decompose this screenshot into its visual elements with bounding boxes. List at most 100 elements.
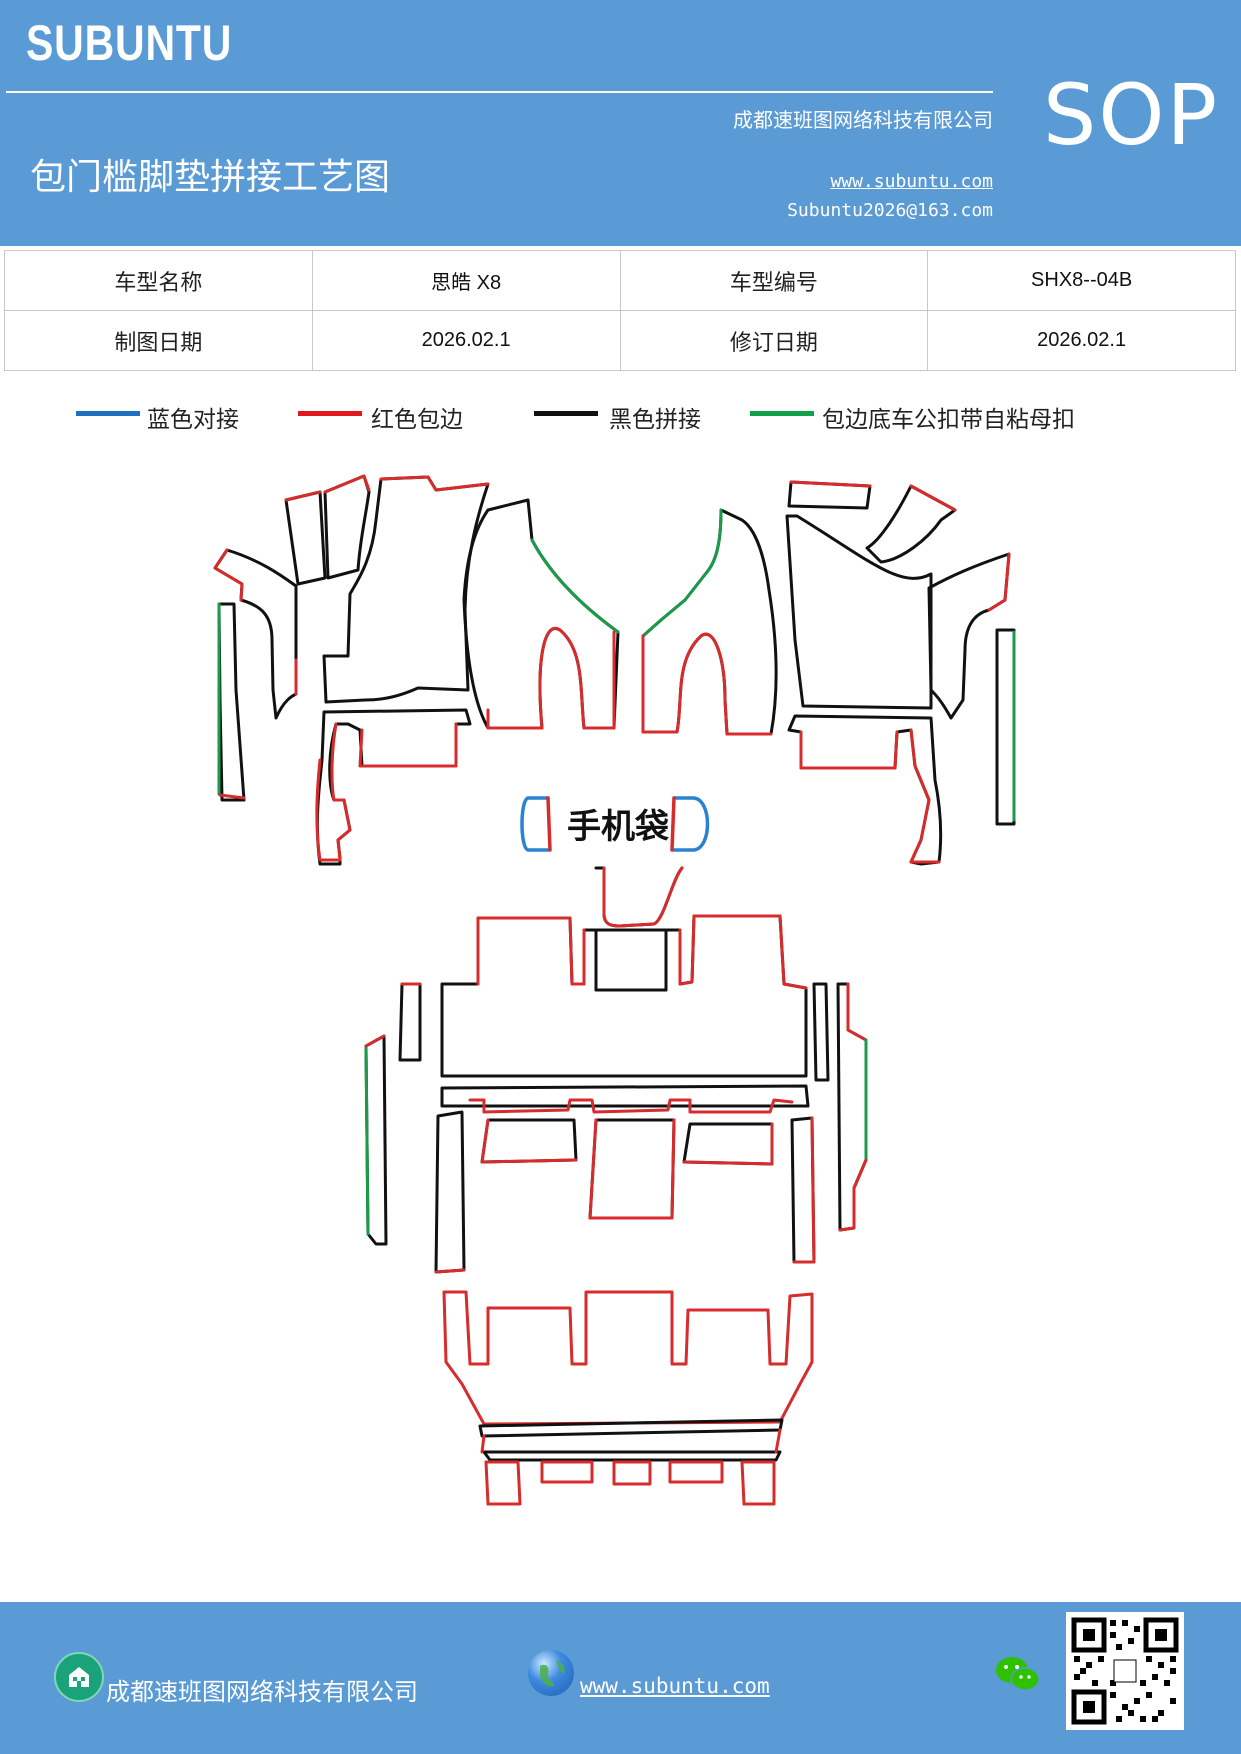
tunnel-mid-piece bbox=[594, 928, 668, 992]
color-legend: 蓝色对接 红色包边 黑色拼接 包边底车公扣带自粘母扣 bbox=[0, 400, 1241, 440]
model-code-label: 车型编号 bbox=[619, 250, 929, 311]
trunk-block-3 bbox=[612, 1460, 652, 1486]
trunk-block-4 bbox=[668, 1460, 724, 1484]
wechat-icon bbox=[994, 1654, 1042, 1700]
tunnel-top-red-edge bbox=[602, 866, 684, 928]
mid-left-side-red bbox=[364, 1034, 386, 1048]
rear-bumper-red-edges bbox=[480, 1428, 782, 1454]
header-divider bbox=[6, 91, 993, 93]
rear-pad-center-red bbox=[588, 1118, 676, 1220]
revise-date-value: 2026.02.1 bbox=[927, 310, 1236, 371]
left-corner-piece bbox=[323, 474, 371, 580]
mid-right-side-red-lower bbox=[838, 1158, 868, 1232]
right-corner-piece bbox=[865, 484, 957, 564]
mid-right-side-red bbox=[846, 982, 868, 1042]
mid-left-side-green bbox=[364, 1044, 370, 1236]
model-code-value: SHX8--04B bbox=[927, 250, 1236, 311]
left-side-strip bbox=[217, 602, 246, 802]
rear-pad-center bbox=[588, 1118, 676, 1220]
trunk-block-1 bbox=[484, 1460, 522, 1506]
left-door-red-edge bbox=[486, 627, 616, 730]
right-side-strip bbox=[995, 628, 1016, 826]
rear-pad-left bbox=[480, 1118, 578, 1164]
building-icon-glyph bbox=[69, 1667, 89, 1687]
left-corner-red-edge bbox=[323, 474, 371, 494]
page-title: 包门槛脚垫拼接工艺图 bbox=[30, 157, 391, 198]
middle-pieces bbox=[364, 866, 868, 1274]
header-website-link[interactable]: www.subuntu.com bbox=[830, 171, 993, 192]
header-email: Subuntu2026@163.com bbox=[787, 200, 993, 221]
right-door-panel bbox=[641, 508, 778, 736]
mid-right-strip bbox=[812, 982, 830, 1082]
left-main-panel bbox=[322, 475, 490, 704]
left-lower-red-tab bbox=[358, 722, 458, 768]
rear-right-strip bbox=[790, 1116, 816, 1264]
model-name-value: 思皓 X8 bbox=[311, 250, 621, 311]
left-lower-red-edge bbox=[315, 722, 352, 862]
globe-icon bbox=[528, 1650, 574, 1696]
wechat-icon-glyph bbox=[996, 1657, 1040, 1691]
rear-pad-right bbox=[682, 1122, 774, 1166]
right-lower-red-edge bbox=[909, 728, 941, 864]
rear-left-strip bbox=[434, 1110, 466, 1274]
right-lower-red-tab bbox=[799, 730, 899, 770]
right-lower-piece bbox=[787, 714, 943, 866]
rear-floor-panel bbox=[442, 1290, 814, 1426]
legend-blue-swatch bbox=[76, 411, 140, 416]
brand-logo: SUBUNTU bbox=[26, 15, 233, 71]
phone-pocket-left-red bbox=[546, 796, 552, 852]
footer-website-link[interactable]: www.subuntu.com bbox=[580, 1674, 770, 1698]
header-banner: SUBUNTU 成都速班图网络科技有限公司 包门槛脚垫拼接工艺图 www.sub… bbox=[0, 0, 1241, 246]
right-main-panel bbox=[785, 514, 933, 710]
bottom-pieces bbox=[442, 1290, 814, 1506]
trunk-block-5 bbox=[740, 1460, 776, 1506]
trunk-block-2 bbox=[540, 1460, 594, 1484]
left-front-panel bbox=[213, 548, 298, 720]
globe-icon-glyph bbox=[540, 1660, 565, 1687]
legend-green-label: 包边底车公扣带自粘母扣 bbox=[822, 407, 1075, 433]
phone-pocket-label: 手机袋 bbox=[567, 807, 669, 847]
right-door-green-edge bbox=[641, 508, 723, 638]
info-table: 车型名称 思皓 X8 车型编号 SHX8--04B 制图日期 2026.02.1… bbox=[4, 250, 1236, 371]
phone-pocket-left-bracket bbox=[520, 796, 550, 852]
phone-pocket: 手机袋 bbox=[520, 796, 710, 852]
rear-pad-left-red bbox=[480, 1118, 578, 1164]
right-door-red-edge bbox=[641, 632, 773, 736]
footer-banner: 成都速班图网络科技有限公司 www.subuntu.com bbox=[0, 1602, 1241, 1754]
revise-date-label: 修订日期 bbox=[619, 310, 929, 371]
front-floor-red-left bbox=[476, 916, 586, 986]
mat-splicing-diagram: 手机袋 bbox=[213, 474, 1016, 1506]
upper-left-pieces bbox=[213, 474, 620, 866]
model-name-label: 车型名称 bbox=[4, 250, 313, 311]
table-row: 制图日期 2026.02.1 修订日期 2026.02.1 bbox=[4, 310, 1236, 371]
table-row: 车型名称 思皓 X8 车型编号 SHX8--04B bbox=[4, 250, 1236, 311]
left-strip-red-edge bbox=[218, 793, 246, 800]
phone-pocket-right-red bbox=[670, 796, 676, 852]
left-door-green-edge bbox=[530, 538, 620, 634]
legend-blue-label: 蓝色对接 bbox=[147, 407, 239, 433]
phone-pocket-right-bracket bbox=[672, 796, 710, 852]
sop-badge: SOP bbox=[1043, 66, 1220, 164]
draw-date-label: 制图日期 bbox=[4, 310, 313, 371]
rear-right-strip-red bbox=[792, 1116, 816, 1264]
legend-red-label: 红色包边 bbox=[371, 407, 463, 433]
mid-right-side bbox=[836, 982, 868, 1232]
building-icon bbox=[54, 1652, 104, 1702]
rear-pad-right-red bbox=[682, 1122, 774, 1166]
qr-code-glyph bbox=[1071, 1617, 1179, 1725]
left-upper-strip bbox=[284, 490, 327, 586]
left-lower-piece bbox=[315, 708, 472, 866]
left-front-red-edge bbox=[213, 548, 244, 602]
front-floor-red-right bbox=[678, 914, 808, 990]
upper-right-pieces bbox=[641, 480, 1016, 866]
right-corner-red-edge bbox=[909, 484, 957, 512]
left-main-red-top bbox=[379, 475, 490, 492]
legend-black-swatch bbox=[534, 411, 598, 416]
rear-left-strip-red bbox=[434, 1268, 466, 1274]
footer-company: 成都速班图网络科技有限公司 bbox=[106, 1678, 418, 1706]
draw-date-value: 2026.02.1 bbox=[311, 310, 621, 371]
right-top-strip-red bbox=[789, 480, 872, 488]
right-front-red-edge bbox=[987, 552, 1011, 612]
left-upper-strip-red bbox=[284, 490, 322, 502]
header-company: 成都速班图网络科技有限公司 bbox=[733, 108, 993, 132]
